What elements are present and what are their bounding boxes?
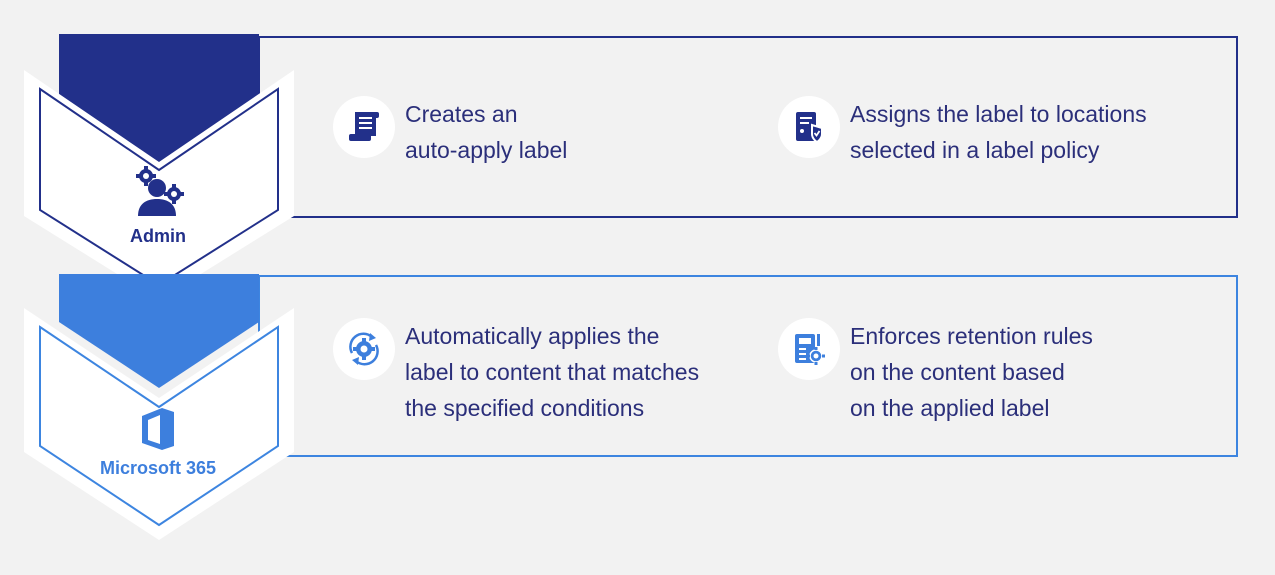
document-gear-icon xyxy=(795,334,825,365)
auto-gear-cycle-icon xyxy=(349,332,379,366)
step-text-line: auto-apply label xyxy=(405,137,568,163)
shield-document-icon xyxy=(796,112,823,144)
step-text-line: on the applied label xyxy=(850,395,1050,421)
admin-panel xyxy=(258,36,1238,218)
step-text: Enforces retention rules on the content … xyxy=(850,318,1093,426)
microsoft365-chevron xyxy=(24,274,294,540)
microsoft365-panel xyxy=(258,275,1238,457)
step-text-line: Enforces retention rules xyxy=(850,323,1093,349)
step-text-line: Automatically applies the xyxy=(405,323,660,349)
step-text: Assigns the label to locations selected … xyxy=(850,96,1147,168)
step-icon-circle xyxy=(333,318,395,380)
step-text-line: on the content based xyxy=(850,359,1065,385)
step-text-line: label to content that matches xyxy=(405,359,700,385)
step-text: Automatically applies the label to conte… xyxy=(405,318,699,426)
microsoft365-chevron-top xyxy=(59,274,259,388)
admin-gear-person-icon xyxy=(136,166,184,216)
office-logo-icon xyxy=(142,408,174,450)
admin-chevron xyxy=(24,34,294,300)
step-text-line: Assigns the label to locations xyxy=(850,101,1147,127)
step-text-line: Creates an xyxy=(405,101,518,127)
step-icon-circle xyxy=(778,96,840,158)
scroll-document-icon xyxy=(349,112,379,141)
microsoft365-label: Microsoft 365 xyxy=(99,458,217,478)
step-icon-circle xyxy=(778,318,840,380)
step-text-line: selected in a label policy xyxy=(850,137,1100,163)
microsoft365-chevron-inner xyxy=(39,325,279,527)
step-text-line: the specified conditions xyxy=(405,395,645,421)
step-icon-circle xyxy=(333,96,395,158)
step-text: Creates an auto-apply label xyxy=(405,96,567,168)
admin-label: Admin xyxy=(130,226,186,246)
